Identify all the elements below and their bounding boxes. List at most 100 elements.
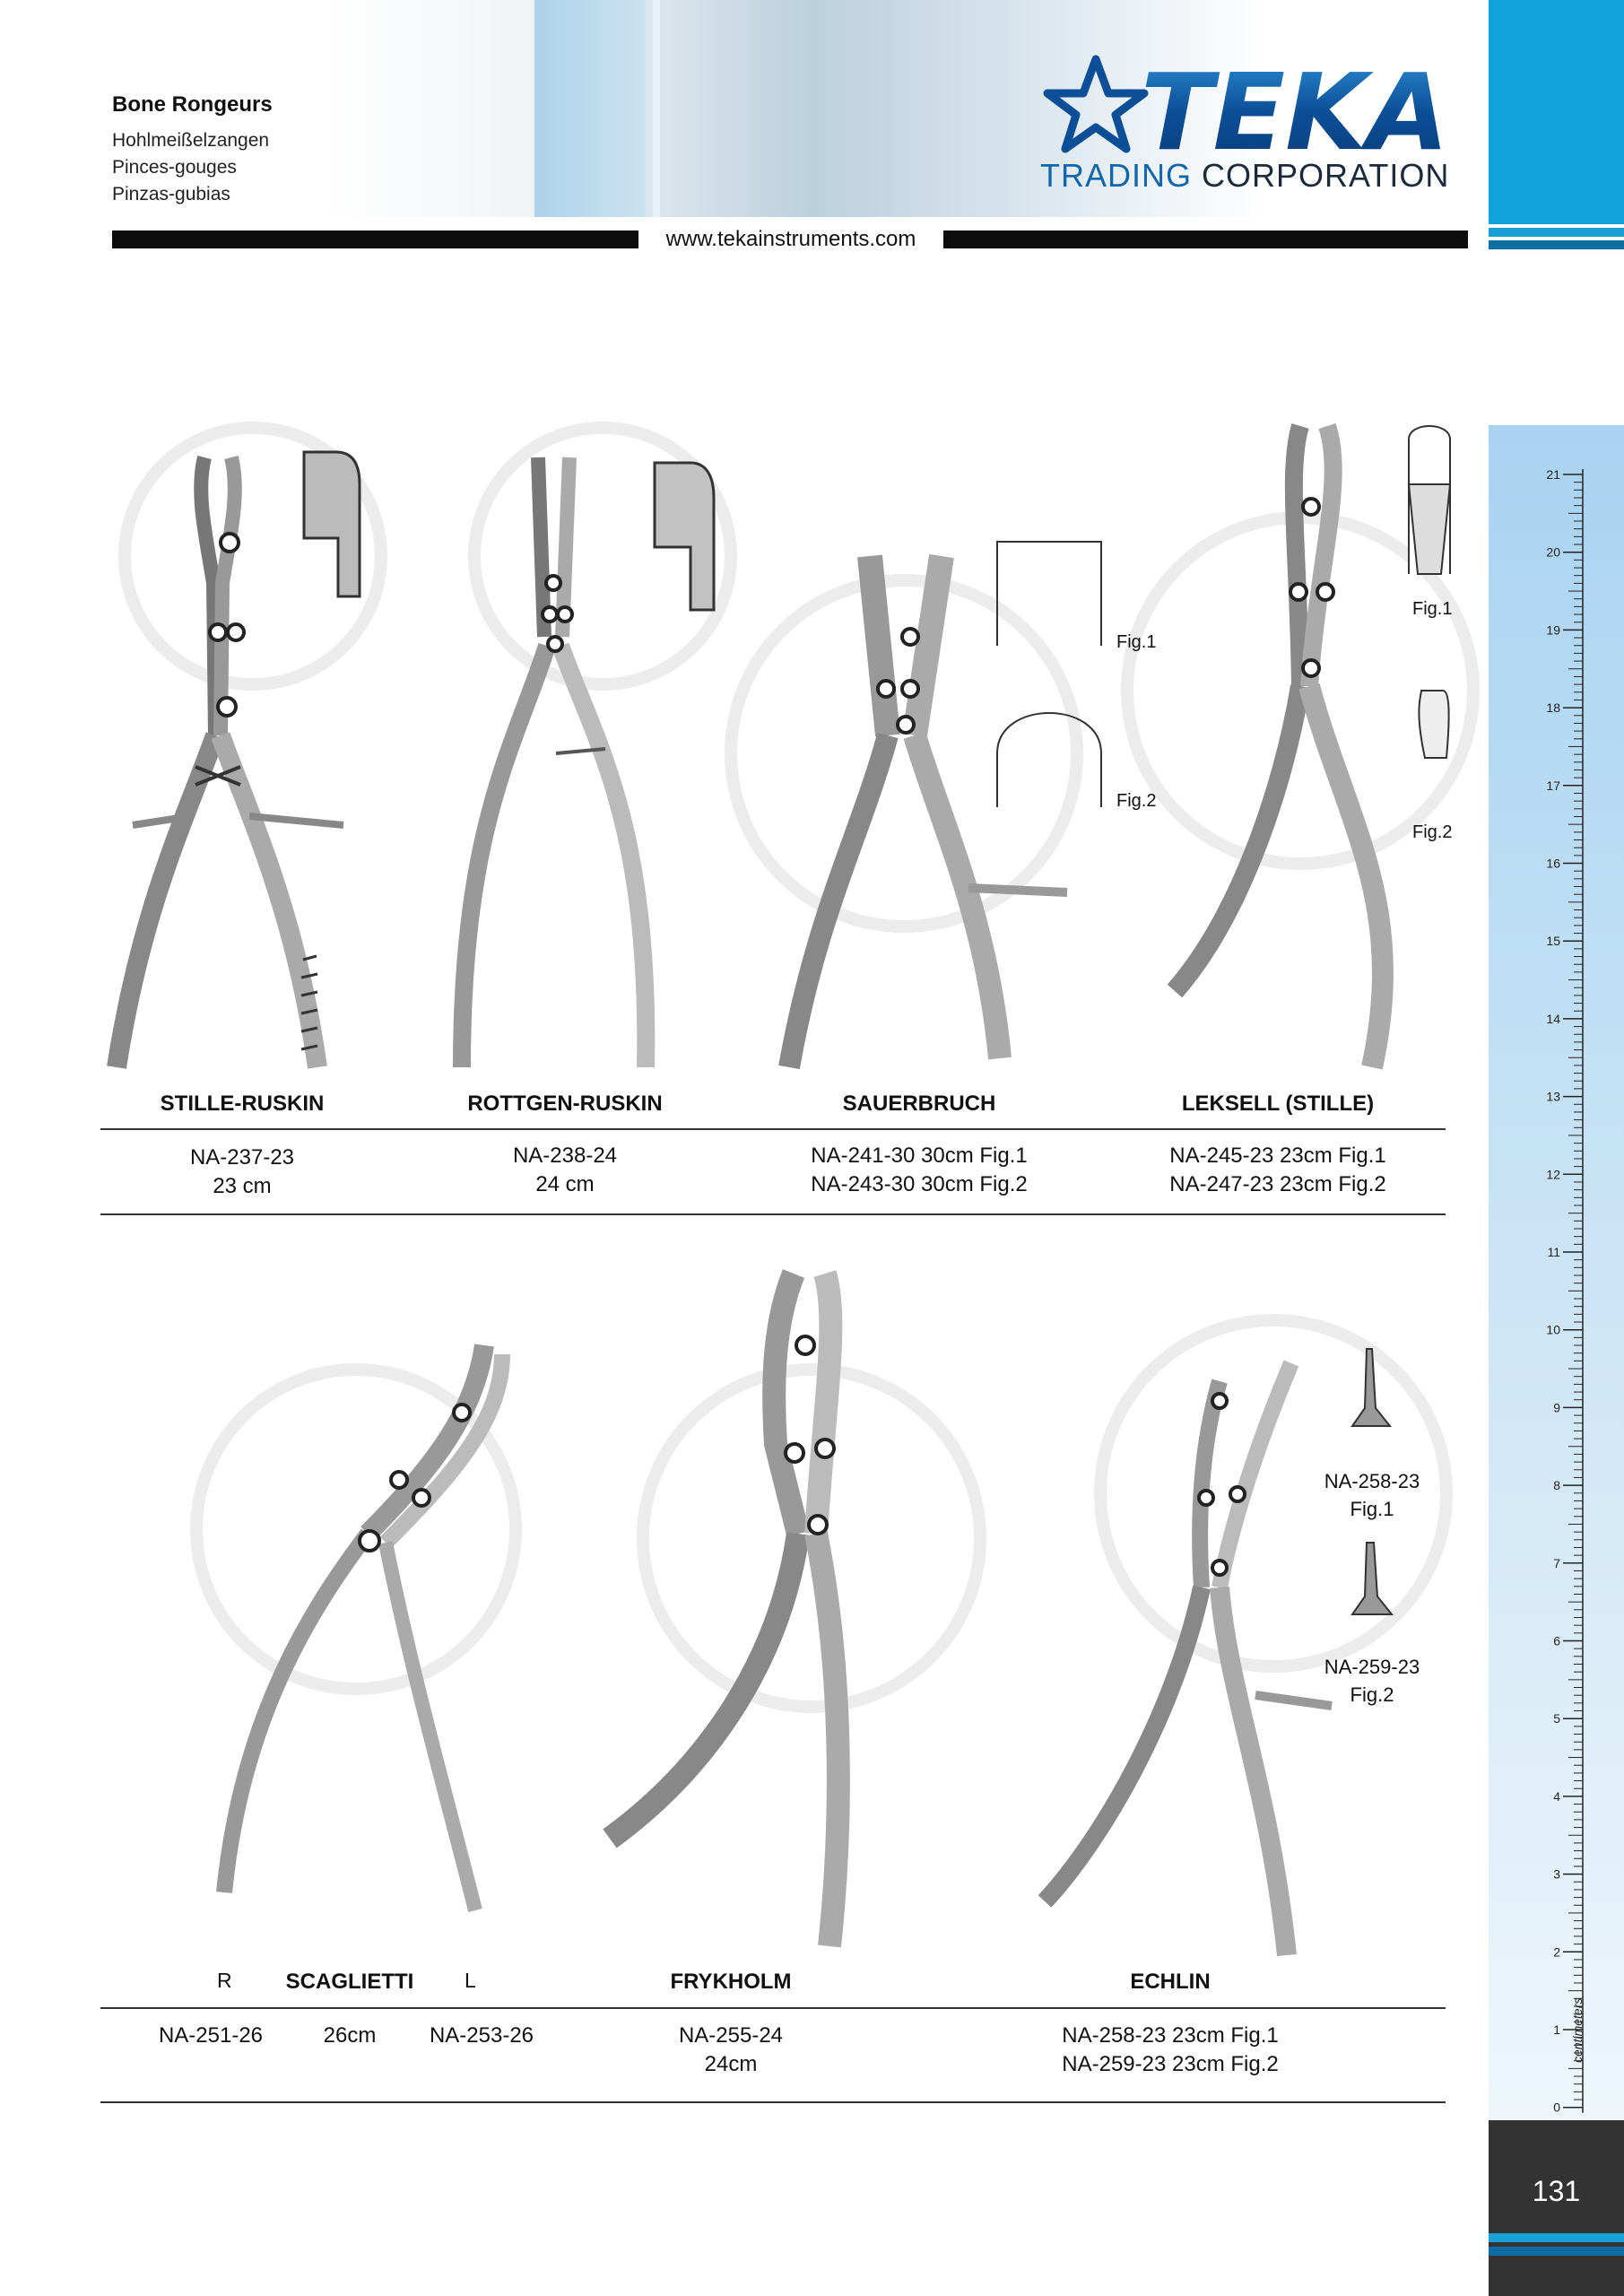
table-divider bbox=[100, 1213, 1446, 1215]
footer-line bbox=[1489, 2233, 1624, 2242]
page-number: 131 bbox=[1532, 2175, 1581, 2207]
item-size: 24cm bbox=[704, 2052, 758, 2076]
item-size: 24 cm bbox=[535, 1172, 595, 1196]
product-name-stille-ruskin: STILLE-RUSKIN bbox=[160, 1091, 325, 1116]
header-corner-block bbox=[1489, 0, 1624, 224]
star-icon bbox=[1043, 55, 1149, 153]
table-divider bbox=[100, 1128, 1446, 1130]
sauerbruch-fig2-label: Fig.2 bbox=[1116, 791, 1157, 811]
table-divider bbox=[100, 2007, 1446, 2009]
ruler-tick-label: 15 bbox=[1546, 934, 1560, 948]
item-code: NA-259-23 bbox=[1324, 1656, 1420, 1678]
ruler-tick-label: 16 bbox=[1546, 857, 1560, 871]
subtitle-fr: Pinces-gouges bbox=[112, 157, 237, 178]
product-name-echlin: ECHLIN bbox=[1130, 1970, 1211, 1994]
product-code-rottgen-ruskin: NA-238-24 24 cm bbox=[448, 1142, 682, 1199]
item-code: NA-238-24 bbox=[512, 1144, 618, 1168]
header-stripe bbox=[534, 0, 646, 217]
leksell-fig1-label: Fig.1 bbox=[1412, 599, 1453, 619]
logo-wordmark: TEKA bbox=[1141, 52, 1449, 174]
ruler-tick-label: 9 bbox=[1553, 1400, 1560, 1414]
footer-line bbox=[1489, 2247, 1624, 2256]
fig-label: Fig.2 bbox=[1350, 1683, 1394, 1706]
header-corner-line bbox=[1489, 228, 1624, 237]
table-divider bbox=[100, 2101, 1446, 2103]
page-number-box bbox=[1489, 2120, 1624, 2296]
subtitle-de: Hohlmeißelzangen bbox=[112, 130, 270, 151]
ruler-tick-label: 18 bbox=[1546, 700, 1560, 715]
ruler-tick-label: 3 bbox=[1553, 1867, 1560, 1882]
side-left-label: L bbox=[465, 1969, 476, 1992]
sauerbruch-image bbox=[778, 553, 1068, 1070]
ruler-tick-label: 6 bbox=[1553, 1634, 1560, 1648]
leksell-fig-diagrams bbox=[1407, 425, 1452, 759]
sauerbruch-fig1-label: Fig.1 bbox=[1116, 632, 1157, 652]
echlin-image bbox=[1038, 1360, 1333, 1957]
product-code-sauerbruch: NA-241-30 30cm Fig.1 NA-243-30 30cm Fig.… bbox=[789, 1142, 1049, 1199]
stille-ruskin-image bbox=[107, 456, 344, 1069]
url-bar-right bbox=[943, 230, 1468, 248]
ruler-tick-label: 2 bbox=[1553, 1944, 1560, 1959]
ruler-tick-label: 0 bbox=[1553, 2100, 1560, 2115]
item-code: NA-243-30 30cm Fig.2 bbox=[811, 1172, 1028, 1196]
ruler-tick-label: 7 bbox=[1553, 1556, 1560, 1570]
frykholm-image bbox=[603, 1269, 850, 1948]
ruler-tick-label: 5 bbox=[1553, 1711, 1560, 1726]
side-right-label: R bbox=[217, 1969, 232, 1992]
ruler-tick-label: 13 bbox=[1546, 1090, 1560, 1104]
product-size-scaglietti: 26cm bbox=[323, 2023, 377, 2048]
ruler-tick-label: 12 bbox=[1546, 1167, 1560, 1181]
logo-tagline: TRADING CORPORATION bbox=[1040, 157, 1471, 195]
teka-logo: TEKA bbox=[1043, 52, 1449, 174]
rottgen-ruskin-image bbox=[453, 457, 656, 1068]
ruler-tick-label: 11 bbox=[1547, 1245, 1560, 1259]
header-stripe bbox=[653, 0, 660, 217]
ruler-tick-label: 1 bbox=[1553, 2022, 1560, 2037]
product-code-leksell-stille: NA-245-23 23cm Fig.1 NA-247-23 23cm Fig.… bbox=[1143, 1142, 1412, 1199]
product-code-frykholm: NA-255-24 24cm bbox=[628, 2022, 834, 2079]
echlin-fig-diagrams bbox=[1350, 1348, 1394, 1615]
item-code: NA-247-23 23cm Fig.2 bbox=[1169, 1172, 1386, 1196]
website-link[interactable]: www.tekainstruments.com bbox=[665, 227, 916, 251]
echlin-fig1-label: NA-258-23 Fig.1 bbox=[1291, 1467, 1453, 1523]
product-name-leksell-stille: LEKSELL (STILLE) bbox=[1181, 1091, 1375, 1116]
item-code: NA-258-23 23cm Fig.1 bbox=[1062, 2023, 1279, 2048]
fig-label: Fig.1 bbox=[1350, 1498, 1394, 1520]
item-code: NA-258-23 bbox=[1324, 1470, 1420, 1492]
ruler-tick-label: 17 bbox=[1546, 778, 1560, 793]
header-corner-line bbox=[1489, 240, 1624, 249]
ruler-tick-label: 21 bbox=[1546, 467, 1560, 482]
ruler-tick-label: 10 bbox=[1546, 1323, 1560, 1337]
product-code-stille-ruskin: NA-237-23 23 cm bbox=[135, 1144, 350, 1201]
product-name-frykholm: FRYKHOLM bbox=[670, 1970, 792, 1994]
item-code: NA-241-30 30cm Fig.1 bbox=[811, 1144, 1028, 1168]
ruler-tick-label: 8 bbox=[1553, 1478, 1560, 1492]
section-title: Bone Rongeurs bbox=[112, 92, 273, 117]
logo-tagline-corporation: CORPORATION bbox=[1202, 157, 1450, 194]
leksell-stille-image bbox=[1167, 422, 1394, 1070]
product-name-scaglietti: SCAGLIETTI bbox=[285, 1970, 414, 1994]
ruler-tick-label: 14 bbox=[1546, 1012, 1560, 1026]
leksell-fig2-label: Fig.2 bbox=[1412, 822, 1453, 842]
ruler-tick-label: 4 bbox=[1553, 1789, 1560, 1804]
product-name-rottgen-ruskin: ROTTGEN-RUSKIN bbox=[467, 1091, 663, 1116]
item-code: NA-259-23 23cm Fig.2 bbox=[1062, 2052, 1279, 2076]
rottgen-ruskin-detail-image bbox=[653, 461, 716, 612]
product-code-scaglietti-l: NA-253-26 bbox=[429, 2023, 534, 2048]
scaglietti-image bbox=[216, 1344, 510, 1912]
url-bar-left bbox=[112, 230, 638, 248]
header-banner bbox=[0, 0, 1624, 217]
ruler-unit-label: centimeters bbox=[1570, 1997, 1585, 2063]
logo-tagline-trading: TRADING bbox=[1040, 157, 1192, 194]
product-code-scaglietti-r: NA-251-26 bbox=[158, 2023, 264, 2048]
sauerbruch-fig-diagrams bbox=[996, 541, 1102, 807]
item-code: NA-245-23 23cm Fig.1 bbox=[1169, 1144, 1386, 1168]
ruler-tick-label: 20 bbox=[1546, 545, 1560, 560]
subtitle-es: Pinzas-gubias bbox=[112, 184, 230, 204]
product-code-echlin: NA-258-23 23cm Fig.1 NA-259-23 23cm Fig.… bbox=[1031, 2022, 1309, 2079]
item-code: NA-255-24 bbox=[678, 2023, 784, 2048]
item-size: 23 cm bbox=[213, 1174, 272, 1198]
item-code: NA-237-23 bbox=[189, 1145, 295, 1170]
